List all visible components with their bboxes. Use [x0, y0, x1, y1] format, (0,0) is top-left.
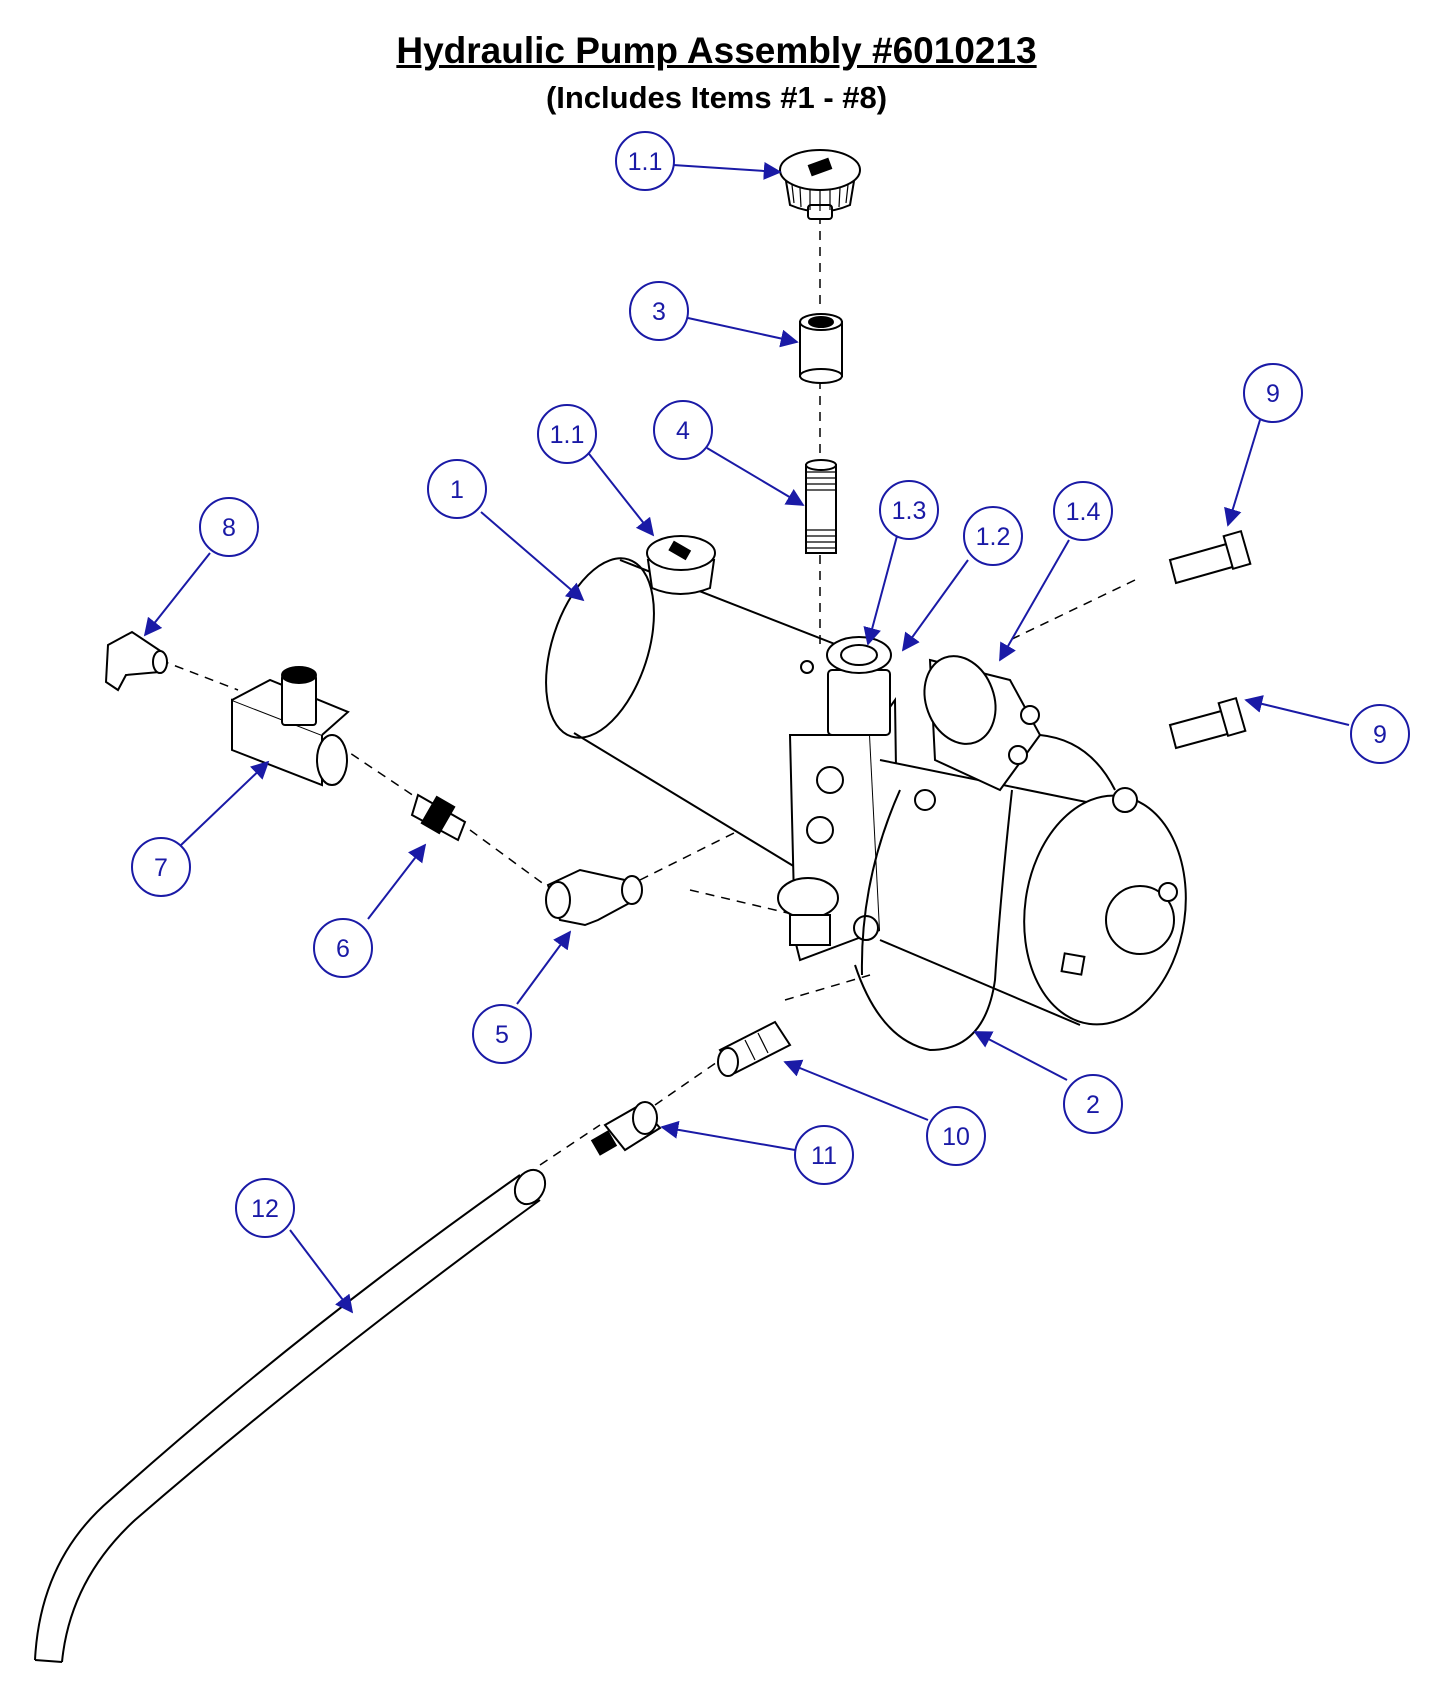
svg-text:1: 1 [450, 476, 464, 504]
coupling-part [799, 313, 843, 384]
callout-5: 5 [472, 1004, 532, 1064]
callout-1-1: 1.1 [537, 404, 597, 464]
elbow-fitting-part [104, 630, 168, 692]
callout-12: 12 [235, 1178, 295, 1238]
barb-fitting-part [590, 1101, 662, 1156]
relief-valve-tee-part [231, 666, 350, 787]
svg-text:1.3: 1.3 [892, 497, 927, 525]
svg-text:12: 12 [251, 1195, 279, 1223]
callout-8: 8 [199, 497, 259, 557]
svg-text:9: 9 [1266, 380, 1280, 408]
reservoir-tank-part [545, 535, 846, 880]
svg-text:9: 9 [1373, 721, 1387, 749]
svg-text:6: 6 [336, 935, 350, 963]
svg-text:3: 3 [652, 298, 666, 326]
callout-1-4: 1.4 [1053, 481, 1113, 541]
diagram-title: Hydraulic Pump Assembly #6010213 [396, 30, 1037, 71]
svg-text:4: 4 [676, 417, 690, 445]
callout-2: 2 [1063, 1074, 1123, 1134]
callout-4: 4 [653, 400, 713, 460]
bolt-part [1168, 529, 1252, 750]
callout-7: 7 [131, 837, 191, 897]
callout-9-top: 9 [1243, 363, 1303, 423]
callout-1-1-top: 1.1 [615, 131, 675, 191]
svg-text:1.1: 1.1 [628, 148, 663, 176]
callout-leader-lines [143, 161, 1350, 1314]
callout-circles: 1.1 3 1.1 4 1 1.3 1.2 1.4 [131, 131, 1410, 1238]
callout-6: 6 [313, 918, 373, 978]
svg-text:8: 8 [222, 514, 236, 542]
filler-cap-top-part [779, 149, 861, 220]
wire-lead-part [854, 789, 1013, 1052]
suction-hose-part [34, 1168, 547, 1663]
svg-text:2: 2 [1086, 1091, 1100, 1119]
svg-text:10: 10 [942, 1123, 970, 1151]
pipe-nipple-part [805, 459, 837, 554]
svg-text:1.1: 1.1 [550, 421, 585, 449]
callout-9: 9 [1350, 704, 1410, 764]
motor-part [879, 655, 1187, 1030]
ninety-elbow-part [545, 868, 643, 927]
svg-text:11: 11 [811, 1142, 837, 1170]
callout-11: 11 [794, 1125, 854, 1185]
hex-nipple-part [410, 793, 467, 842]
callout-1-2: 1.2 [963, 506, 1023, 566]
svg-text:7: 7 [154, 854, 168, 882]
callout-3: 3 [629, 281, 689, 341]
callout-1-3: 1.3 [879, 480, 939, 540]
svg-text:1.4: 1.4 [1066, 498, 1101, 526]
callout-1: 1 [427, 459, 487, 519]
suction-strainer-part [717, 1020, 792, 1077]
diagram-subtitle: (Includes Items #1 - #8) [545, 80, 888, 115]
svg-text:1.2: 1.2 [976, 523, 1011, 551]
svg-text:5: 5 [495, 1021, 509, 1049]
callout-10: 10 [926, 1106, 986, 1166]
